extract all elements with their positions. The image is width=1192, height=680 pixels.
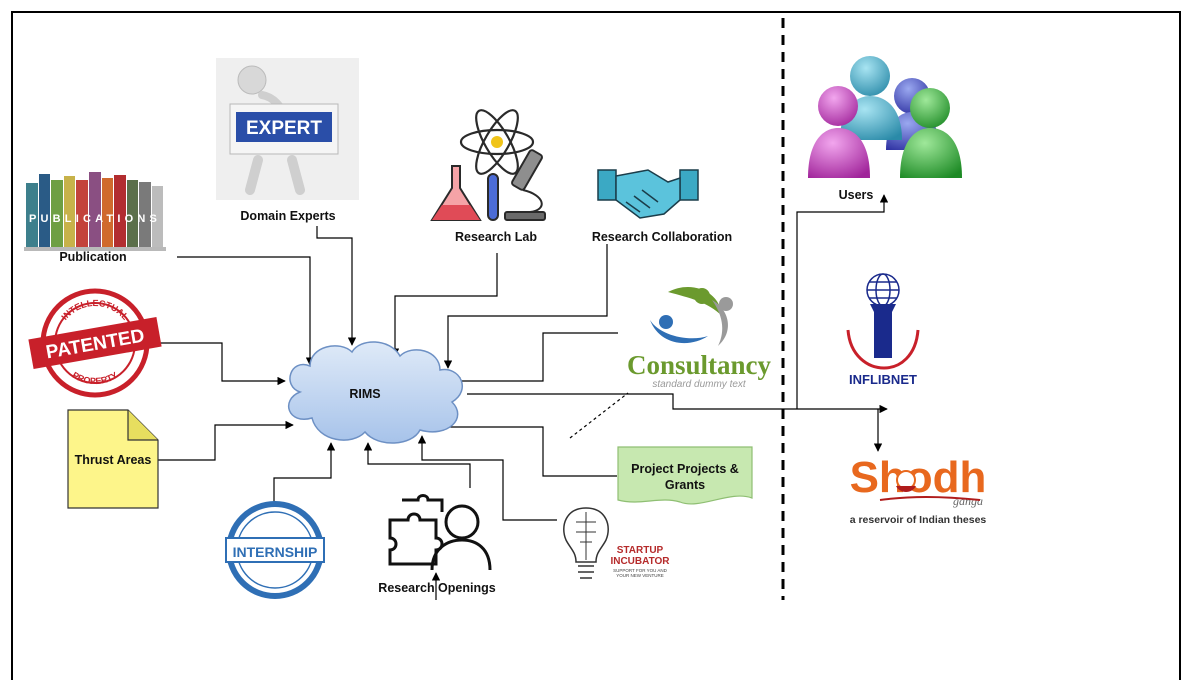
thrust-areas-label: Thrust Areas xyxy=(75,453,152,467)
shodhganga-node[interactable]: Shodh ganga a reservoir of Indian theses xyxy=(850,453,987,526)
rims-cloud[interactable]: RIMS xyxy=(288,341,463,444)
research-collaboration-node[interactable]: Research Collaboration xyxy=(592,169,732,244)
atom-icon xyxy=(459,109,535,175)
project-grants-label-2: Grants xyxy=(665,478,705,492)
users-label: Users xyxy=(839,188,874,202)
test-tube-icon xyxy=(487,173,499,221)
research-openings-label: Research Openings xyxy=(378,581,495,595)
research-lab-label: Research Lab xyxy=(455,230,537,244)
inflibnet-node[interactable]: INFLIBNET xyxy=(846,273,920,387)
patent-ring-bottom: PROPERTY xyxy=(71,370,120,386)
publications-spine-text: PUBLICATIONS xyxy=(29,213,161,225)
microscope-icon xyxy=(504,149,546,221)
handshake-icon xyxy=(597,169,699,219)
connectors xyxy=(158,194,889,600)
flask-icon xyxy=(430,165,482,221)
project-grants-node[interactable]: Project Projects & Grants xyxy=(617,446,753,505)
inflibnet-label: INFLIBNET xyxy=(849,372,917,387)
ganga-label: ganga xyxy=(953,494,983,508)
thrust-areas-node[interactable]: Thrust Areas xyxy=(67,409,159,509)
rims-label: RIMS xyxy=(349,387,380,401)
expert-sign-text: EXPERT xyxy=(246,118,322,139)
internship-node[interactable]: INTERNSHIP xyxy=(225,501,325,599)
puzzle-person-icon xyxy=(388,494,492,571)
startup-incubator-node[interactable]: STARTUP INCUBATOR SUPPORT FOR YOU AND YO… xyxy=(563,507,671,579)
expert-figure-head-icon xyxy=(237,65,267,95)
consultancy-label: Consultancy xyxy=(627,350,772,380)
diagram-frame xyxy=(11,11,1181,680)
patented-node[interactable]: INTELLECTUAL PROPERTY PATENTED xyxy=(28,288,162,398)
research-openings-node[interactable]: Research Openings xyxy=(378,494,496,596)
books-icon xyxy=(24,172,166,251)
publication-node[interactable]: PUBLICATIONS Publication xyxy=(24,172,166,264)
project-grants-label-1: Project Projects & xyxy=(631,462,739,476)
domain-experts-label: Domain Experts xyxy=(240,209,335,223)
users-node[interactable]: Users xyxy=(808,56,962,202)
startup-tagline-2: YOUR NEW VENTURE xyxy=(616,573,664,578)
lightbulb-icon xyxy=(563,507,609,579)
users-group-icon xyxy=(808,56,962,178)
domain-experts-node[interactable]: EXPERT Domain Experts xyxy=(216,58,359,223)
shodh-label: Shodh xyxy=(850,453,987,502)
research-collaboration-label: Research Collaboration xyxy=(592,230,732,244)
internship-label: INTERNSHIP xyxy=(233,544,318,560)
research-lab-node[interactable]: Research Lab xyxy=(430,105,546,244)
publication-label: Publication xyxy=(59,250,126,264)
lotus-icon xyxy=(896,470,916,492)
consultancy-tagline: standard dummy text xyxy=(652,379,747,390)
startup-tagline-1: SUPPORT FOR YOU AND xyxy=(613,568,668,573)
people-swoosh-icon xyxy=(650,286,733,346)
incubator-label: INCUBATOR xyxy=(610,556,670,567)
shodh-tagline: a reservoir of Indian theses xyxy=(850,514,987,526)
globe-icon xyxy=(866,273,900,307)
consultancy-node[interactable]: Consultancy standard dummy text xyxy=(627,286,772,390)
startup-label: STARTUP xyxy=(617,545,664,556)
patent-ring-top: INTELLECTUAL xyxy=(59,298,131,322)
